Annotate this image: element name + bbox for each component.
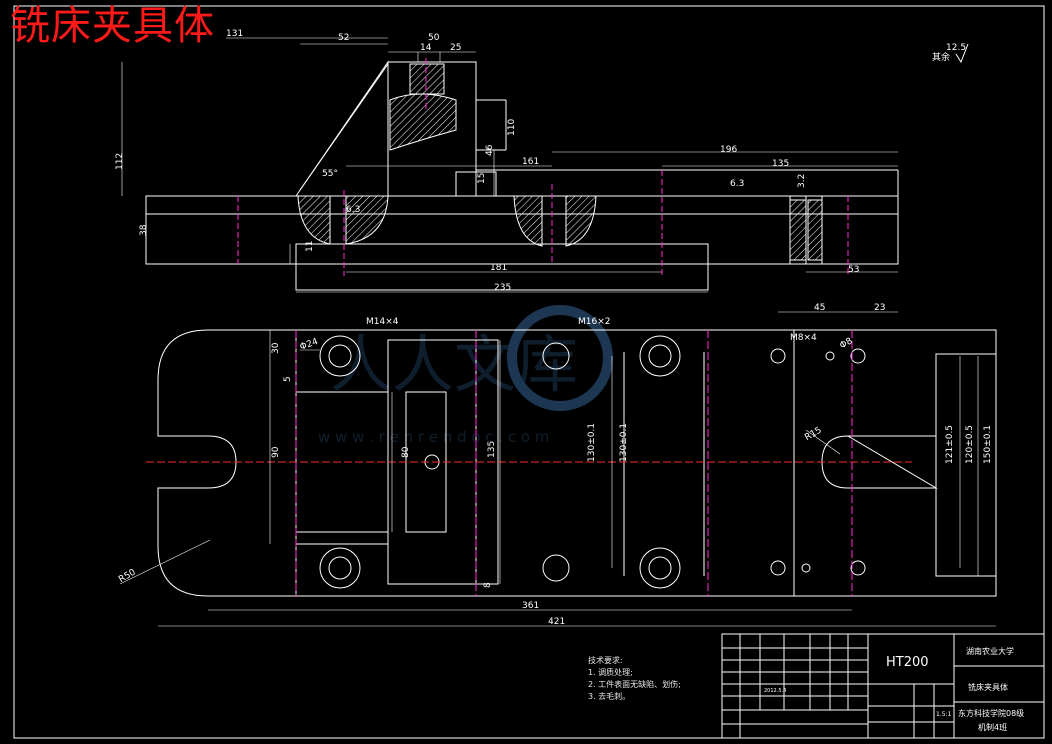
svg-text:6.3: 6.3 [730, 179, 744, 189]
surface-finish-symbol: 其余 12.5 [932, 43, 969, 64]
drawing-title: 铣床夹具体 [10, 3, 215, 49]
svg-text:80: 80 [401, 446, 411, 458]
front-lower-step [295, 243, 709, 291]
svg-text:161: 161 [522, 157, 539, 167]
technical-notes: 技术要求: 1. 调质处理; 2. 工件表面无缺陷、划伤; 3. 去毛刺。 [588, 655, 681, 703]
svg-text:5: 5 [283, 376, 293, 382]
plan-center-lines [146, 330, 912, 596]
notes-item-2: 2. 工件表面无缺陷、划伤; [588, 680, 681, 689]
front-dimension-texts: 131 52 50 14 25 112 110 46 15 161 196 13… [115, 29, 859, 293]
svg-text:135: 135 [772, 159, 789, 169]
svg-text:M8×4: M8×4 [790, 333, 817, 343]
svg-text:135: 135 [487, 441, 497, 458]
svg-text:50: 50 [428, 33, 440, 43]
front-center-lines [237, 58, 849, 276]
svg-text:112: 112 [115, 153, 125, 170]
svg-text:12.5: 12.5 [946, 43, 966, 53]
svg-text:53: 53 [848, 265, 859, 275]
notes-heading: 技术要求: [588, 656, 623, 665]
drawing-border [13, 5, 1045, 739]
title-block-texts: HT200 湖南农业大学 铣床夹具体 东方科技学院08级 机制4班 1.5:1 … [764, 646, 1024, 732]
notes-item-1: 1. 调质处理; [588, 668, 633, 677]
plan-holes [319, 335, 866, 589]
svg-text:23: 23 [874, 303, 885, 313]
front-dimension-lines [121, 37, 898, 293]
school-text: 湖南农业大学 [966, 646, 1014, 656]
scale-text: 1.5:1 [936, 711, 952, 718]
svg-text:235: 235 [494, 283, 511, 293]
svg-text:14: 14 [420, 43, 432, 53]
front-hatched-sections [297, 63, 823, 261]
org-line2-text: 机制4班 [978, 722, 1007, 732]
svg-text:M14×4: M14×4 [366, 317, 399, 327]
org-line1-text: 东方科技学院08级 [958, 708, 1024, 718]
svg-text:R50: R50 [117, 567, 138, 585]
svg-text:130±0.1: 130±0.1 [587, 423, 597, 462]
svg-text:150±0.1: 150±0.1 [983, 425, 993, 464]
svg-text:15: 15 [477, 173, 487, 184]
svg-text:25: 25 [450, 43, 461, 53]
svg-text:130±0.1: 130±0.1 [619, 423, 629, 462]
watermark-text: 人人文库 [330, 328, 578, 401]
svg-text:M16×2: M16×2 [578, 317, 610, 327]
date-text: 2012.5.4 [764, 688, 786, 694]
part-name-text: 铣床夹具体 [968, 682, 1008, 692]
svg-text:181: 181 [490, 263, 507, 273]
svg-text:3.2: 3.2 [797, 174, 807, 188]
plan-dimension-lines [119, 311, 997, 627]
notes-item-3: 3. 去毛刺。 [588, 692, 631, 701]
front-view [145, 60, 899, 291]
svg-text:46: 46 [485, 144, 495, 156]
svg-text:121±0.5: 121±0.5 [945, 425, 955, 464]
svg-text:8: 8 [483, 582, 493, 588]
svg-text:30: 30 [271, 342, 281, 354]
front-vertical-body [387, 61, 477, 197]
svg-text:90: 90 [271, 446, 281, 458]
svg-text:120±0.5: 120±0.5 [965, 425, 975, 464]
svg-text:196: 196 [720, 145, 737, 155]
svg-text:其余: 其余 [932, 51, 950, 63]
svg-text:52: 52 [338, 33, 349, 43]
title-block [721, 633, 1045, 739]
svg-text:45: 45 [814, 303, 825, 313]
svg-text:Φ8: Φ8 [838, 336, 854, 351]
svg-text:38: 38 [139, 224, 149, 236]
material-text: HT200 [886, 655, 929, 670]
svg-text:11: 11 [305, 241, 315, 252]
svg-text:Φ24: Φ24 [299, 337, 320, 353]
plan-outline [157, 329, 997, 597]
svg-text:361: 361 [522, 601, 539, 611]
svg-text:421: 421 [548, 617, 565, 627]
svg-text:6.3: 6.3 [346, 205, 360, 215]
watermark-url: w w w . r e n r e n d o c . c o m [318, 428, 549, 446]
svg-text:55°: 55° [322, 169, 338, 179]
svg-text:131: 131 [226, 29, 243, 39]
svg-text:110: 110 [507, 119, 517, 136]
